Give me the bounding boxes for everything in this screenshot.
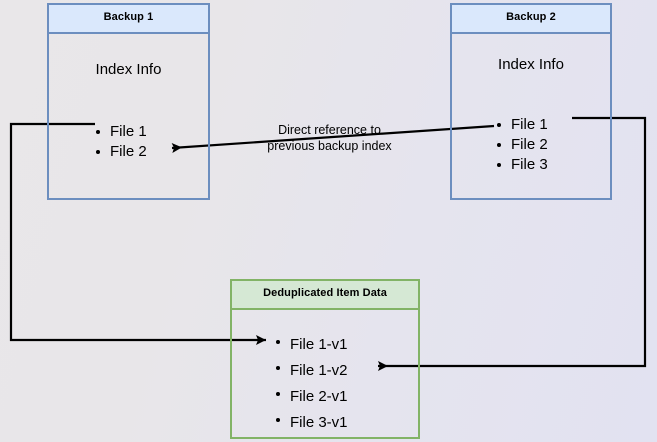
backup-2-box: Backup 2 Index Info File 1 File 2 File 3 bbox=[450, 3, 612, 200]
deduplicated-item-data-body: File 1-v1 File 1-v2 File 2-v1 File 3-v1 bbox=[232, 310, 418, 437]
backup-1-file-list: File 1 File 2 bbox=[94, 122, 147, 162]
backup-2-index-info-label: Index Info bbox=[498, 56, 564, 73]
list-item: File 1 bbox=[94, 122, 147, 142]
list-item: File 3-v1 bbox=[274, 410, 348, 436]
direct-reference-label-line2: previous backup index bbox=[267, 139, 392, 153]
deduplicated-item-data-box: Deduplicated Item Data File 1-v1 File 1-… bbox=[230, 279, 420, 439]
backup-1-body: Index Info File 1 File 2 bbox=[49, 34, 208, 198]
list-item: File 2-v1 bbox=[274, 384, 348, 410]
backup-2-body: Index Info File 1 File 2 File 3 bbox=[452, 34, 610, 198]
backup-1-header: Backup 1 bbox=[49, 5, 208, 34]
list-item: File 2 bbox=[495, 135, 548, 155]
backup-1-index-info-label: Index Info bbox=[95, 61, 162, 78]
deduplicated-item-data-header: Deduplicated Item Data bbox=[232, 281, 418, 310]
backup-1-box: Backup 1 Index Info File 1 File 2 bbox=[47, 3, 210, 200]
direct-reference-label: Direct reference to previous backup inde… bbox=[247, 122, 412, 154]
list-item: File 2 bbox=[94, 142, 147, 162]
list-item: File 1 bbox=[495, 115, 548, 135]
list-item: File 1-v1 bbox=[274, 332, 348, 358]
deduplicated-file-list: File 1-v1 File 1-v2 File 2-v1 File 3-v1 bbox=[274, 332, 348, 436]
backup-2-header: Backup 2 bbox=[452, 5, 610, 34]
list-item: File 3 bbox=[495, 155, 548, 175]
backup-2-file-list: File 1 File 2 File 3 bbox=[495, 115, 548, 175]
list-item: File 1-v2 bbox=[274, 358, 348, 384]
direct-reference-label-line1: Direct reference to bbox=[278, 123, 381, 137]
